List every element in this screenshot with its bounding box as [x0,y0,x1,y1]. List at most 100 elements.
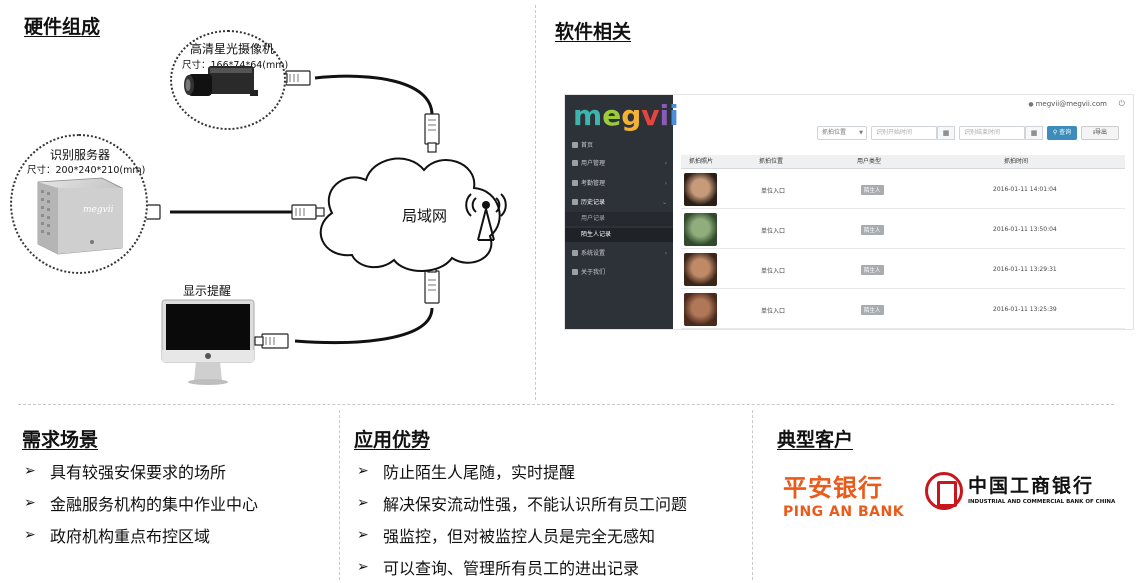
app-sidebar: megvii 首页 用户管理› 考勤管理› 历史记录⌄ 用户记录 陌生人记录 系… [565,95,679,329]
power-icon[interactable]: ⏻ [1118,99,1125,108]
display-label: 显示提醒 [183,284,232,298]
arrow-bullet-icon: ➢ [24,495,36,511]
server-brand: megvii [83,205,114,215]
row-type: 陌生人 [861,305,884,315]
face-photo[interactable] [684,293,717,326]
info-icon [572,269,578,275]
row-time: 2016-01-11 14:01:04 [993,186,1057,193]
user-email[interactable]: megvii@megvii.com [1028,100,1107,108]
server-label: 识别服务器 [50,148,111,162]
nav-users[interactable]: 用户管理› [565,155,673,172]
row-location: 单位入口 [761,228,786,235]
software-title: 软件相关 [555,21,632,43]
arrow-bullet-icon: ➢ [357,495,369,511]
download-icon: ⭳ [1092,129,1096,136]
list-item: ➢强监控，但对被监控人员是完全无感知 [357,527,656,546]
nav-home[interactable]: 首页 [565,137,673,154]
row-type: 陌生人 [861,185,884,195]
subnav-user-records[interactable]: 用户记录 [565,212,673,226]
scenarios-list: ➢具有较强安保要求的场所 ➢金融服务机构的集中作业中心 ➢政府机构重点布控区域 [24,455,258,551]
nav-settings[interactable]: 系统设置› [565,245,673,262]
wifi-icon [465,193,507,217]
list-item: ➢金融服务机构的集中作业中心 [24,495,259,514]
nav-attendance[interactable]: 考勤管理› [565,175,673,192]
row-time: 2016-01-11 13:25:39 [993,306,1057,313]
row-type: 陌生人 [861,265,884,275]
face-photo[interactable] [684,253,717,286]
server-size: 尺寸：200*240*210(mm) [27,165,146,176]
list-item: ➢政府机构重点布控区域 [24,527,211,546]
scenarios-title: 需求场景 [22,429,99,451]
col-type: 用户类型 [857,158,882,165]
chevron-right-icon: › [664,250,667,257]
col-time: 抓拍时间 [1004,158,1029,165]
camera-label: 高清星光摄像机 [190,42,275,56]
list-icon [572,199,578,205]
icbc-logo-icon [925,472,963,510]
table-row[interactable]: 单位入口 陌生人 2016-01-11 13:50:04 [681,210,1125,249]
customers-title: 典型客户 [777,429,854,451]
caret-down-icon: ▼ [859,130,863,136]
pingan-en: PING AN BANK [783,504,905,520]
app-main: megvii@megvii.com ⏻ 抓拍位置▼ 识别开始时间 ▦ 识别结束时… [673,95,1133,329]
cable-display [294,307,434,345]
monitor-icon [161,299,255,385]
export-button[interactable]: ⭳导出 [1081,126,1119,140]
nav-about[interactable]: 关于我们 [565,264,673,281]
bottom-divider-1 [339,410,340,580]
chevron-down-icon: ⌄ [661,199,667,206]
rj45-connectors [130,70,440,349]
nav-history[interactable]: 历史记录⌄ [565,194,673,211]
face-photo[interactable] [684,173,717,206]
start-time-input[interactable]: 识别开始时间 [871,126,937,140]
calendar-icon[interactable]: ▦ [1025,126,1043,140]
table-row[interactable]: 单位入口 陌生人 2016-01-11 13:25:39 [681,290,1125,329]
advantages-title: 应用优势 [354,429,431,451]
cloud-shape [319,157,501,272]
camera-icon [184,66,258,96]
list-item: ➢具有较强安保要求的场所 [24,463,227,482]
pingan-bank-logo: 平安银行 PING AN BANK [783,468,904,520]
row-location: 单位入口 [761,308,786,315]
calendar-icon[interactable]: ▦ [937,126,955,140]
icbc-cn: 中国工商银行 [968,475,1095,497]
middle-divider [18,404,1114,405]
face-photo[interactable] [684,213,717,246]
icbc-en: INDUSTRIAL AND COMMERCIAL BANK OF CHINA [968,499,1116,505]
arrow-bullet-icon: ➢ [357,463,369,479]
camera-size: 尺寸：166*74*64(mm) [182,60,289,71]
row-location: 单位入口 [761,268,786,275]
arrow-bullet-icon: ➢ [357,559,369,575]
calendar-icon [572,180,578,186]
row-location: 单位入口 [761,188,786,195]
row-type: 陌生人 [861,225,884,235]
location-select[interactable]: 抓拍位置▼ [817,126,867,140]
arrow-bullet-icon: ➢ [24,463,36,479]
list-item: ➢可以查询、管理所有员工的进出记录 [357,559,640,578]
table-row[interactable]: 单位入口 陌生人 2016-01-11 13:29:31 [681,250,1125,289]
chevron-right-icon: › [664,180,667,187]
query-button[interactable]: ⚲ 查询 [1047,126,1077,140]
end-time-input[interactable]: 识别结束时间 [959,126,1025,140]
col-location: 抓拍位置 [759,158,784,165]
megvii-logo: megvii [573,99,679,132]
bottom-divider-2 [752,410,753,580]
top-divider [535,5,536,400]
table-row[interactable]: 单位入口 陌生人 2016-01-11 14:01:04 [681,170,1125,209]
subnav-stranger-records[interactable]: 陌生人记录 [565,228,673,242]
server-icon [37,177,123,255]
arrow-bullet-icon: ➢ [357,527,369,543]
list-item: ➢防止陌生人尾随，实时提醒 [357,463,576,482]
search-icon: ⚲ [1052,129,1058,136]
software-screenshot: megvii 首页 用户管理› 考勤管理› 历史记录⌄ 用户记录 陌生人记录 系… [564,94,1134,330]
col-photo: 抓拍照片 [689,158,714,165]
row-time: 2016-01-11 13:50:04 [993,226,1057,233]
users-icon [572,160,578,166]
table-header: 抓拍照片 抓拍位置 用户类型 抓拍时间 [681,155,1125,169]
arrow-bullet-icon: ➢ [24,527,36,543]
chevron-right-icon: › [664,160,667,167]
hardware-diagram [130,70,507,349]
network-label: 局域网 [402,207,448,225]
advantages-list: ➢防止陌生人尾随，实时提醒 ➢解决保安流动性强，不能认识所有员工问题 ➢强监控，… [357,455,687,583]
gear-icon [572,250,578,256]
